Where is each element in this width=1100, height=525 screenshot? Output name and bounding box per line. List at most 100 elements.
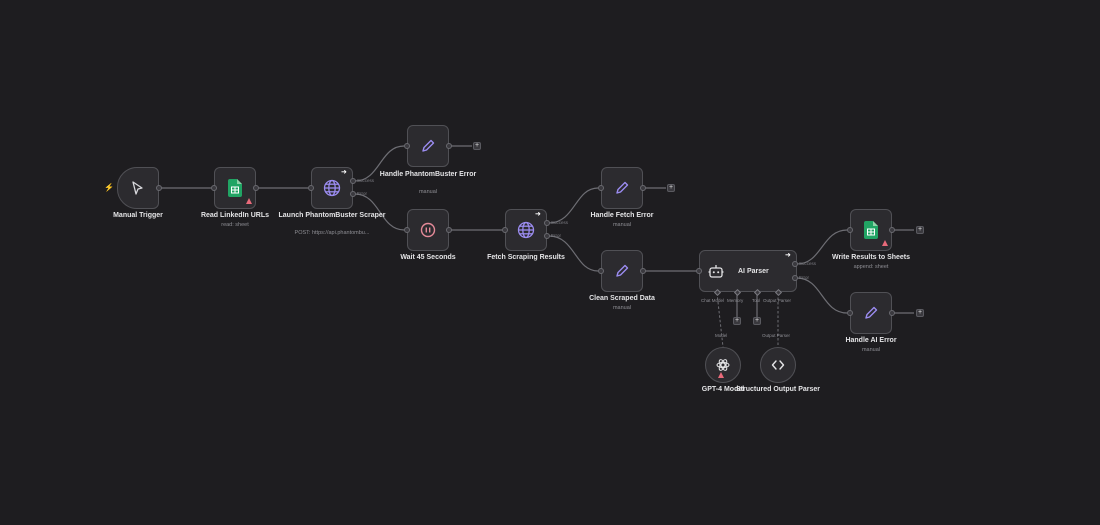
gpt4-model-label: GPT-4 Model bbox=[701, 386, 745, 393]
edge-launch-error bbox=[354, 193, 405, 231]
edge-ai-error bbox=[796, 277, 848, 314]
fetch-results-success-port[interactable] bbox=[544, 220, 550, 226]
wait-input-port[interactable] bbox=[404, 227, 410, 233]
add-memory-button[interactable]: + bbox=[733, 317, 741, 325]
output-parser-sub-label: Output Parser bbox=[762, 333, 791, 338]
model-sub-label: Model bbox=[715, 333, 728, 338]
handle-fetch-error-sub: manual bbox=[612, 222, 632, 228]
launch-phantom-input-port[interactable] bbox=[308, 185, 314, 191]
pencil-icon bbox=[616, 181, 629, 194]
read-linkedin-label: Read LinkedIn URLs bbox=[200, 212, 270, 219]
handle-ai-error-output-port[interactable] bbox=[889, 310, 895, 316]
handle-ai-error-input-port[interactable] bbox=[847, 310, 853, 316]
fetch-results-error-port[interactable] bbox=[544, 233, 550, 239]
handle-phantom-error-sub: manual bbox=[418, 189, 438, 195]
warning-icon bbox=[246, 198, 252, 204]
clean-data-label: Clean Scraped Data bbox=[589, 295, 655, 302]
handle-fetch-error-input-port[interactable] bbox=[598, 185, 604, 191]
tool-port-label: Tool bbox=[752, 298, 761, 303]
google-sheets-icon bbox=[228, 179, 242, 197]
launch-phantom-label: Launch PhantomBuster Scraper bbox=[278, 212, 386, 219]
add-tool-button[interactable]: + bbox=[753, 317, 761, 325]
pencil-icon bbox=[865, 306, 878, 319]
open-arrow-icon: ➜ bbox=[535, 211, 541, 218]
google-sheets-icon bbox=[864, 221, 878, 239]
warning-icon bbox=[882, 240, 888, 246]
structured-parser-label: Structured Output Parser bbox=[735, 386, 820, 393]
fetch-results-label: Fetch Scraping Results bbox=[487, 254, 565, 261]
handle-fetch-error-output-port[interactable] bbox=[640, 185, 646, 191]
read-linkedin-node[interactable] bbox=[214, 167, 256, 209]
handle-ai-error-sub: manual bbox=[861, 347, 881, 353]
write-results-label: Write Results to Sheets bbox=[831, 254, 911, 261]
write-results-output-port[interactable] bbox=[889, 227, 895, 233]
handle-fetch-error-label: Handle Fetch Error bbox=[590, 212, 654, 219]
launch-phantom-node[interactable] bbox=[311, 167, 353, 209]
edge-gpt4-model bbox=[716, 292, 724, 348]
ai-error-label: Error bbox=[799, 275, 809, 280]
edge-launch-success bbox=[354, 145, 405, 182]
memory-port-label: Memory bbox=[727, 298, 744, 303]
launch-phantom-success-port[interactable] bbox=[350, 178, 356, 184]
handle-phantom-error-input-port[interactable] bbox=[404, 143, 410, 149]
pencil-icon bbox=[616, 264, 629, 277]
add-node-button[interactable]: + bbox=[916, 309, 924, 317]
openai-icon bbox=[716, 359, 730, 371]
wait-output-port[interactable] bbox=[446, 227, 452, 233]
ai-parser-input-port[interactable] bbox=[696, 268, 702, 274]
handle-phantom-error-label: Handle PhantomBuster Error bbox=[379, 171, 477, 178]
warning-icon bbox=[718, 372, 724, 378]
read-linkedin-output-port[interactable] bbox=[253, 185, 259, 191]
read-linkedin-sub: read: sheet bbox=[221, 222, 249, 228]
pencil-icon bbox=[422, 139, 435, 152]
chat-model-port-label: Chat Model bbox=[701, 298, 725, 303]
code-icon bbox=[771, 360, 785, 370]
pause-icon bbox=[420, 222, 436, 238]
handle-phantom-error-output-port[interactable] bbox=[446, 143, 452, 149]
handle-phantom-error-node[interactable] bbox=[407, 125, 449, 167]
trigger-bolt-icon: ⚡ bbox=[104, 183, 114, 192]
ai-parser-label: AI Parser bbox=[738, 267, 769, 275]
manual-trigger-node[interactable] bbox=[117, 167, 159, 209]
ai-parser-node[interactable]: AI Parser bbox=[699, 250, 797, 292]
add-node-button[interactable]: + bbox=[473, 142, 481, 150]
ai-parser-success-port[interactable] bbox=[792, 261, 798, 267]
handle-fetch-error-node[interactable] bbox=[601, 167, 643, 209]
handle-ai-error-node[interactable] bbox=[850, 292, 892, 334]
clean-data-sub: manual bbox=[612, 305, 632, 311]
write-results-sub: append: sheet bbox=[853, 264, 889, 270]
ai-success-label: Success bbox=[799, 261, 817, 266]
globe-icon bbox=[323, 179, 341, 197]
structured-parser-node[interactable] bbox=[760, 347, 796, 383]
ai-parser-error-port[interactable] bbox=[792, 275, 798, 281]
edge-ai-success bbox=[796, 229, 848, 265]
launch-error-label: Error bbox=[357, 191, 367, 196]
handle-ai-error-label: Handle AI Error bbox=[845, 337, 897, 344]
output-parser-port-label: Output Parser bbox=[763, 298, 792, 303]
robot-icon bbox=[708, 265, 724, 278]
launch-phantom-error-port[interactable] bbox=[350, 191, 356, 197]
add-node-button[interactable]: + bbox=[667, 184, 675, 192]
fetch-error-label: Error bbox=[551, 233, 561, 238]
manual-trigger-output-port[interactable] bbox=[156, 185, 162, 191]
edge-fetch-success bbox=[548, 187, 599, 224]
add-node-button[interactable]: + bbox=[916, 226, 924, 234]
open-arrow-icon: ➜ bbox=[341, 169, 347, 176]
manual-trigger-label: Manual Trigger bbox=[113, 212, 163, 219]
wait-node[interactable] bbox=[407, 209, 449, 251]
launch-success-label: Success bbox=[357, 178, 375, 183]
wait-label: Wait 45 Seconds bbox=[400, 254, 456, 261]
fetch-results-input-port[interactable] bbox=[502, 227, 508, 233]
globe-icon bbox=[517, 221, 535, 239]
open-arrow-icon: ➜ bbox=[785, 252, 791, 259]
read-linkedin-input-port[interactable] bbox=[211, 185, 217, 191]
clean-data-input-port[interactable] bbox=[598, 268, 604, 274]
edge-fetch-error bbox=[548, 235, 599, 272]
fetch-success-label: Success bbox=[551, 220, 569, 225]
clean-data-node[interactable] bbox=[601, 250, 643, 292]
launch-phantom-sub: POST: https://api.phantombu... bbox=[294, 230, 370, 236]
clean-data-output-port[interactable] bbox=[640, 268, 646, 274]
fetch-results-node[interactable] bbox=[505, 209, 547, 251]
write-results-input-port[interactable] bbox=[847, 227, 853, 233]
